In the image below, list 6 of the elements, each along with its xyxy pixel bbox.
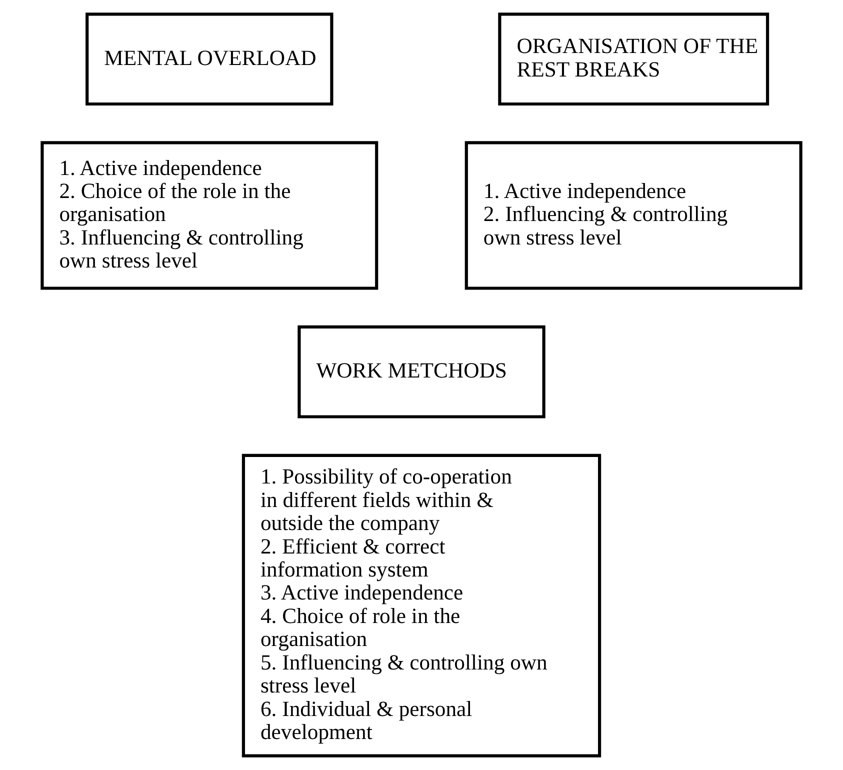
node-box: 1. Active independence 2. Choice of the role in the organisation 3. Influencing & controlling own stress level [40, 141, 378, 290]
node-box: 1. Possibility of co-operation in different fields within & outside the company 2. Efficient & correct information system 3. Active independence 4. Choice of role in the organisation 5. Influencing & controlling own stress level 6. Individual & personal development [242, 454, 602, 758]
node-box: WORK METCHODS [298, 325, 546, 418]
node-box: 1. Active independence 2. Influencing & controlling own stress level [464, 141, 802, 290]
node-box: MENTAL OVERLOAD [86, 12, 334, 106]
node-box: ORGANISATION OF THE REST BREAKS [498, 12, 770, 106]
